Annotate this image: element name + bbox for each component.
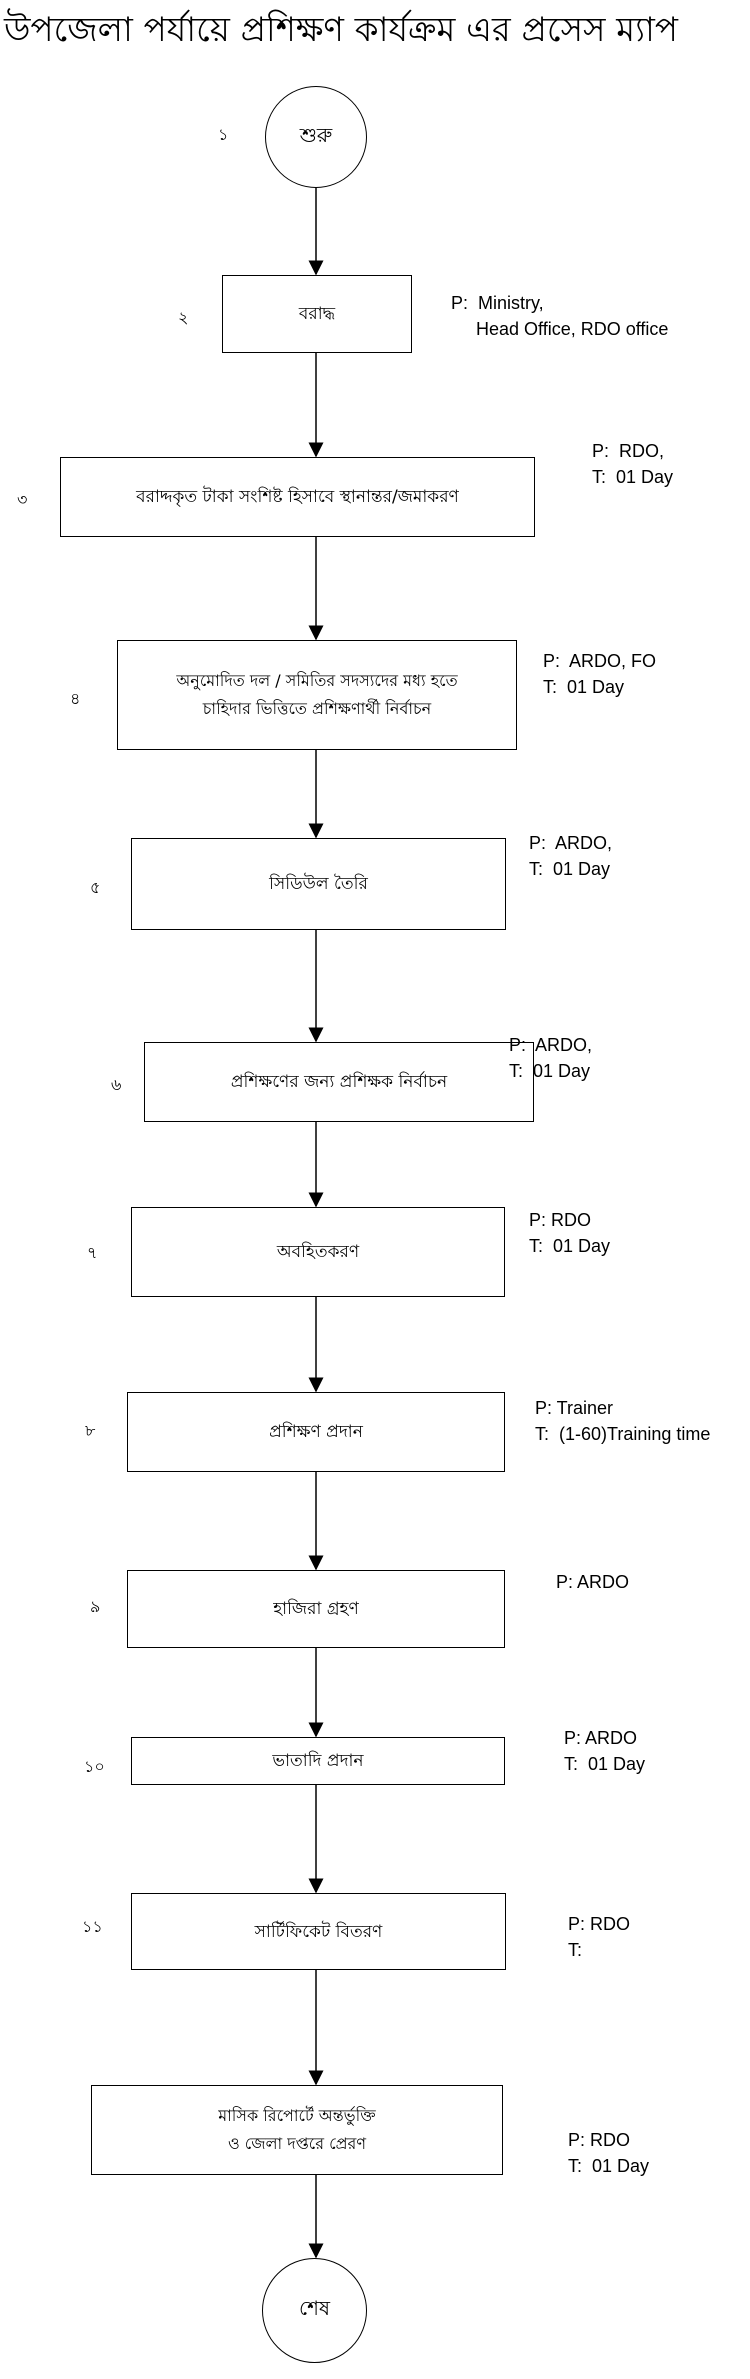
step-note: P: RDO, T: 01 Day [592,441,674,487]
step-note: P: Ministry, Head Office, RDO office [451,293,669,339]
step-number-start: ১ [218,125,229,144]
step-box: প্রশিক্ষণের জন্য প্রশিক্ষক নির্বাচন [144,1042,534,1122]
step-box: সার্টিফিকেট বিতরণ [131,1893,506,1970]
step-number: ১১ [82,1917,103,1936]
step-box: বরাদ্ধ [222,275,412,353]
end-node: শেষ [262,2258,367,2363]
step-box: হাজিরা গ্রহণ [127,1570,505,1648]
step-number: ৬ [111,1075,122,1094]
step-box: বরাদ্দকৃত টাকা সংশিষ্ট হিসাবে স্থানান্তর… [60,457,535,537]
step-note: P: ARDO, T: 01 Day [529,833,613,879]
step-note: P: ARDO, T: 01 Day [509,1035,593,1081]
step-number: ৫ [90,878,101,897]
step-number: ৯ [90,1597,101,1616]
step-box: সিডিউল তৈরি [131,838,506,930]
start-node: শুরু [265,86,367,188]
step-box: অবহিতকরণ [131,1207,505,1297]
step-box: মাসিক রিপোর্টে অন্তর্ভুক্তি ও জেলা দপ্তর… [91,2085,503,2175]
step-note: P: RDO T: 01 Day [568,2130,650,2176]
step-number: ১০ [84,1757,105,1776]
step-note: P: RDO T: 01 Day [529,1210,611,1256]
step-box: ভাতাদি প্রদান [131,1737,505,1785]
step-note: P: ARDO [556,1572,630,1592]
step-number: ৭ [87,1243,98,1262]
step-number: ৮ [85,1421,96,1440]
step-note: P: ARDO T: 01 Day [564,1728,646,1774]
step-note: P: ARDO, FO T: 01 Day [543,651,657,697]
step-note: P: RDO T: [568,1914,631,1960]
step-number: ৪ [70,689,81,708]
step-number: ৩ [17,490,28,509]
step-note: P: Trainer T: (1-60)Training time [535,1398,711,1444]
step-number: ২ [178,308,189,327]
step-box: অনুমোদিত দল / সমিতির সদস্যদের মধ্য হতে চ… [117,640,517,750]
step-box: প্রশিক্ষণ প্রদান [127,1392,505,1472]
diagram-title: উপজেলা পর্যায়ে প্রশিক্ষণ কার্যক্রম এর প… [4,10,678,50]
